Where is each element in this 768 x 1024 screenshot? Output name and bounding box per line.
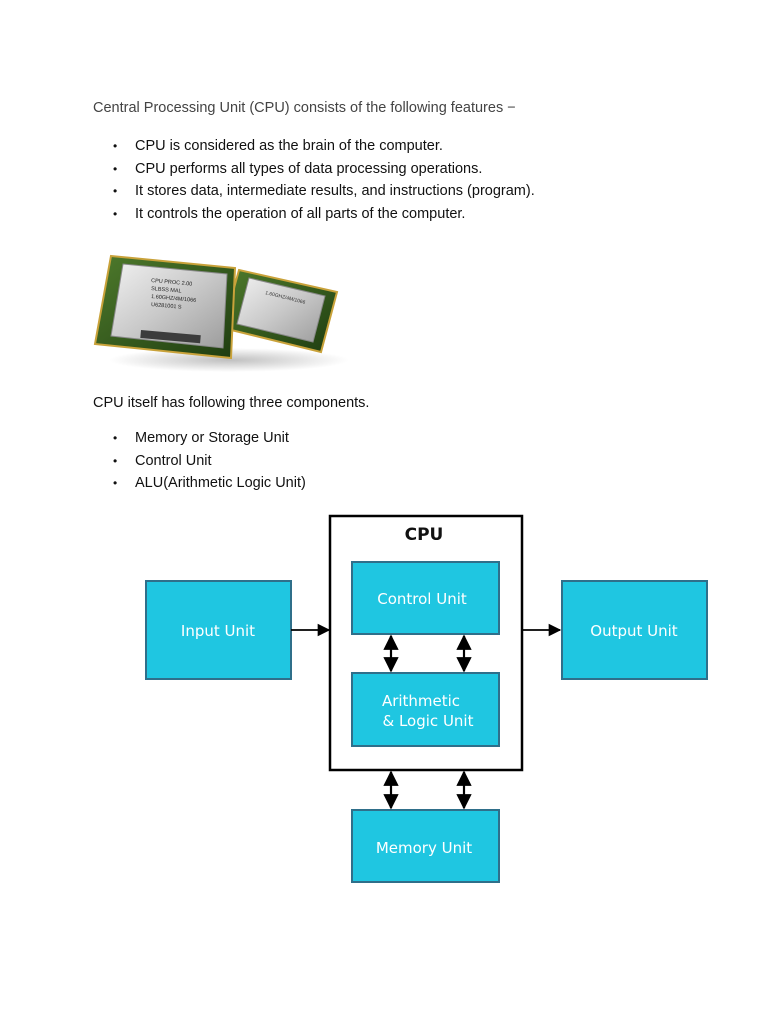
intro-heading: Central Processing Unit (CPU) consists o… [93, 100, 516, 116]
component-list: Memory or Storage Unit Control Unit ALU(… [109, 427, 306, 495]
alu-label-line1: Arithmetic [382, 692, 460, 710]
cpu-chip-photo: 1.60GHZ/4M/1066 CPU PROC 2.00 SLBSS MAL … [89, 230, 351, 375]
cpu-chip-back: 1.60GHZ/4M/1066 [221, 268, 339, 354]
chip-label-front-1: CPU PROC 2.00 [151, 278, 193, 288]
output-unit-label: Output Unit [590, 622, 678, 640]
control-unit-box [351, 561, 500, 635]
list-item: It controls the operation of all parts o… [109, 203, 535, 226]
control-unit-label: Control Unit [377, 590, 467, 608]
output-unit-box [561, 580, 708, 680]
list-item: It stores data, intermediate results, an… [109, 180, 535, 203]
cpu-label: CPU [405, 525, 444, 545]
alu-label-line2: & Logic Unit [383, 712, 474, 730]
list-item: Memory or Storage Unit [109, 427, 306, 450]
input-unit-label: Input Unit [181, 622, 255, 640]
feature-list: CPU is considered as the brain of the co… [109, 135, 535, 225]
memory-unit-label: Memory Unit [376, 839, 472, 857]
list-item: ALU(Arithmetic Logic Unit) [109, 472, 306, 495]
components-intro: CPU itself has following three component… [93, 395, 370, 411]
alu-box [351, 672, 500, 747]
chip-label-front-3: 1.60GHZ/4M/1066 [151, 294, 197, 304]
memory-unit-box [351, 809, 500, 883]
list-item: Control Unit [109, 450, 306, 473]
list-item: CPU is considered as the brain of the co… [109, 135, 535, 158]
chip-label-front-2: SLBSS MAL [151, 286, 182, 295]
chip-label-front-4: U6281001 S [151, 302, 182, 311]
input-unit-box [145, 580, 292, 680]
cpu-chip-front: CPU PROC 2.00 SLBSS MAL 1.60GHZ/4M/1066 … [93, 254, 237, 360]
list-item: CPU performs all types of data processin… [109, 158, 535, 181]
